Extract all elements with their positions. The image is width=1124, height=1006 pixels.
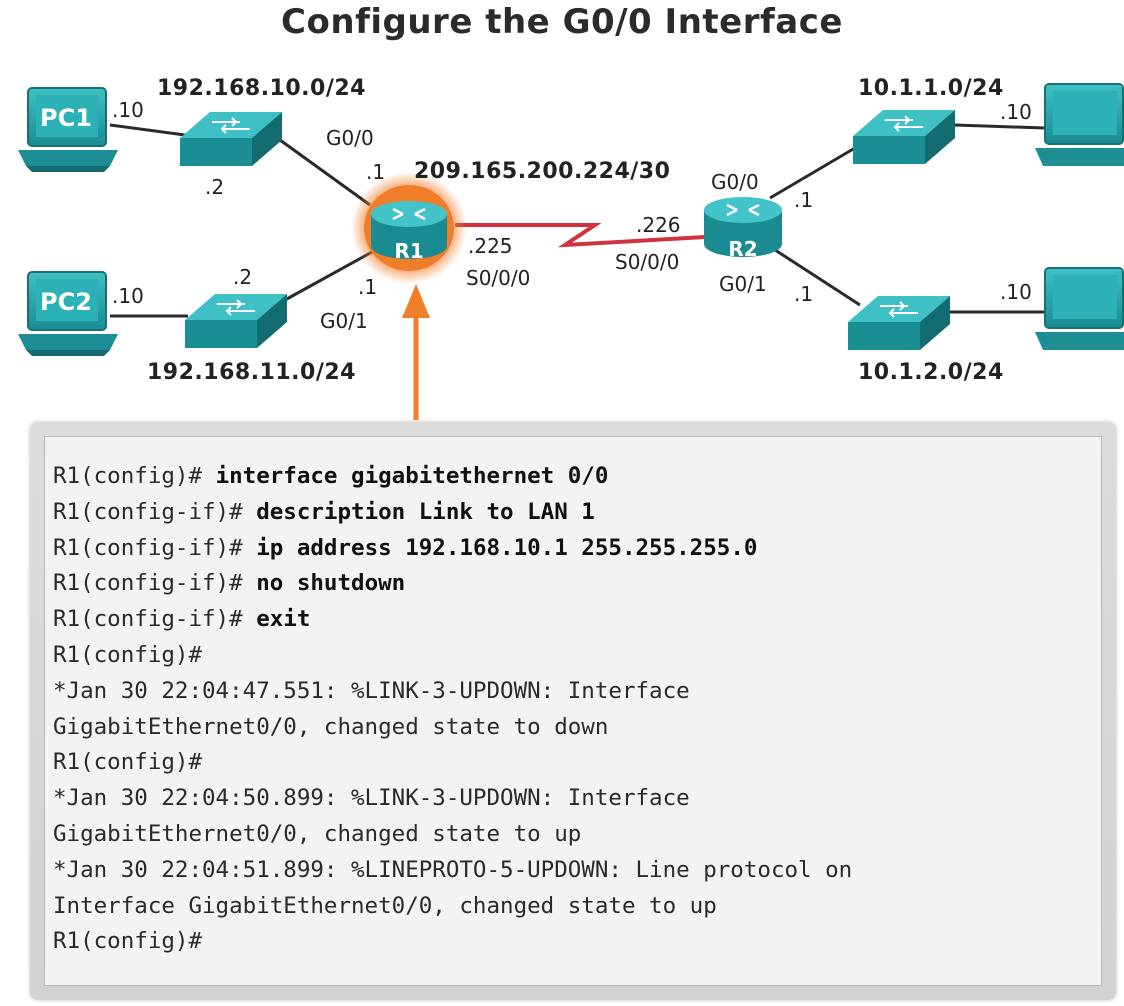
terminal-log: *Jan 30 22:04:50.899: %LINK-3-UPDOWN: In… [53, 785, 690, 812]
r1-g01-host-label: .1 [358, 275, 378, 299]
pc2-host-label: .10 [112, 284, 144, 308]
terminal-log: *Jan 30 22:04:51.899: %LINEPROTO-5-UPDOW… [53, 856, 853, 883]
terminal-prompt: R1(config)# [53, 641, 203, 668]
terminal-prompt: R1(config-if)# [53, 570, 257, 597]
network-label-lan2: 192.168.11.0/24 [147, 360, 356, 385]
pc1-label: PC1 [40, 104, 92, 132]
link-pc1-sw1 [109, 123, 186, 137]
terminal-line: GigabitEthernet0/0, changed state to dow… [53, 710, 1097, 746]
pc4-device [1035, 267, 1124, 350]
r2-label: R2 [728, 237, 757, 261]
terminal-line: R1(config)# [53, 745, 1097, 781]
switch-sw2 [185, 294, 287, 348]
pc2-device [18, 271, 118, 356]
r1-label: R1 [394, 239, 423, 263]
link-sw2-r1 [284, 250, 373, 302]
terminal-screen: R1(config)# interface gigabitethernet 0/… [44, 436, 1102, 986]
pc2-label: PC2 [40, 288, 92, 316]
terminal-line: Interface GigabitEthernet0/0, changed st… [53, 889, 1097, 925]
switch-sw3 [853, 110, 955, 164]
terminal-window: R1(config)# interface gigabitethernet 0/… [30, 422, 1116, 1000]
terminal-line: R1(config)# [53, 638, 1097, 674]
pc4-host-label: .10 [1000, 280, 1032, 304]
r2-s000-port-label: S0/0/0 [615, 250, 680, 274]
r2-g00-host-label: .1 [794, 188, 814, 212]
sw2-host-label: .2 [233, 265, 253, 289]
r1-s000-host-label: .225 [468, 234, 513, 258]
terminal-command: no shutdown [256, 570, 406, 597]
sw1-host-label: .2 [205, 175, 225, 199]
link-sw3-pc3 [954, 123, 1046, 130]
r2-s000-host-label: .226 [636, 213, 681, 237]
page-title: Configure the G0/0 Interface [281, 2, 843, 42]
terminal-line: R1(config)# [53, 924, 1097, 960]
network-label-lan3: 10.1.1.0/24 [858, 76, 1004, 101]
terminal-log: *Jan 30 22:04:47.551: %LINK-3-UPDOWN: In… [53, 677, 690, 704]
link-sw1-r1 [279, 138, 371, 207]
link-r2-sw4 [771, 246, 861, 307]
terminal-prompt: R1(config)# [53, 928, 203, 955]
router-r1 [351, 172, 467, 284]
r2-g00-port-label: G0/0 [711, 170, 759, 194]
highlight-arrow [402, 284, 430, 420]
terminal-command: ip address 192.168.10.1 255.255.255.0 [256, 534, 758, 561]
terminal-log: GigabitEthernet0/0, changed state to up [53, 820, 582, 847]
terminal-command: description Link to LAN 1 [256, 498, 595, 525]
terminal-prompt: R1(config)# [53, 463, 216, 489]
network-label-lan1: 192.168.10.0/24 [157, 76, 366, 101]
pc1-host-label: .10 [112, 98, 144, 122]
r2-g01-host-label: .1 [794, 282, 814, 306]
r1-g00-port-label: G0/0 [326, 126, 374, 150]
terminal-line: R1(config-if)# no shutdown [53, 566, 1097, 602]
terminal-prompt: R1(config)# [53, 749, 203, 776]
terminal-log: Interface GigabitEthernet0/0, changed st… [53, 892, 717, 919]
terminal-line: R1(config-if)# description Link to LAN 1 [53, 495, 1097, 531]
router-r2 [704, 197, 782, 257]
terminal-log: GigabitEthernet0/0, changed state to dow… [53, 713, 609, 740]
pc3-device [1035, 83, 1124, 166]
terminal-output: R1(config)# interface gigabitethernet 0/… [53, 459, 1097, 960]
pc3-host-label: .10 [1000, 100, 1032, 124]
terminal-line: *Jan 30 22:04:50.899: %LINK-3-UPDOWN: In… [53, 781, 1097, 817]
links [109, 123, 1046, 318]
r1-s000-port-label: S0/0/0 [466, 266, 531, 290]
switch-sw1 [180, 112, 282, 166]
terminal-line: *Jan 30 22:04:51.899: %LINEPROTO-5-UPDOW… [53, 853, 1097, 889]
terminal-line: R1(config-if)# exit [53, 602, 1097, 638]
terminal-line: R1(config)# interface gigabitethernet 0/… [53, 459, 1097, 495]
network-topology-diagram: PC1 PC2 [18, 83, 1124, 420]
terminal-prompt: R1(config-if)# [53, 498, 257, 525]
network-label-lan4: 10.1.2.0/24 [858, 360, 1004, 385]
terminal-line: *Jan 30 22:04:47.551: %LINK-3-UPDOWN: In… [53, 674, 1097, 710]
r1-g01-port-label: G0/1 [320, 309, 368, 333]
pc1-device [18, 87, 118, 172]
terminal-line: GigabitEthernet0/0, changed state to up [53, 817, 1097, 853]
terminal-prompt: R1(config-if)# [53, 534, 257, 561]
terminal-prompt: R1(config-if)# [53, 606, 257, 633]
terminal-command: interface gigabitethernet 0/0 [215, 463, 609, 489]
serial-link-r1-r2 [455, 223, 706, 248]
switch-sw4 [848, 296, 950, 350]
terminal-line: R1(config-if)# ip address 192.168.10.1 2… [53, 531, 1097, 567]
r1-g00-host-label: .1 [366, 160, 386, 184]
link-r2-sw3 [769, 143, 861, 200]
r2-g01-port-label: G0/1 [719, 272, 767, 296]
terminal-command: exit [256, 606, 311, 633]
network-label-wan: 209.165.200.224/30 [414, 159, 671, 184]
